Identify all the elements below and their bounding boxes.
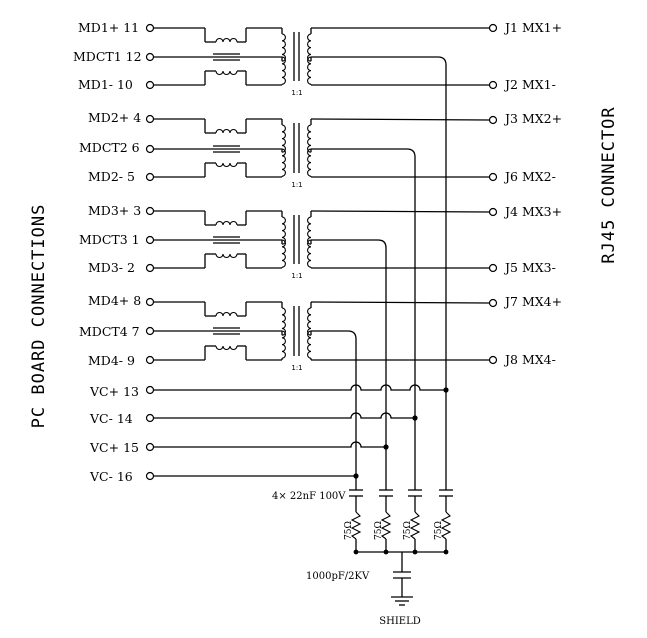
left-pin-3[interactable]: [145, 80, 155, 90]
left-pin-12[interactable]: [145, 355, 155, 365]
pin-label-vcm16: VC- 16: [89, 469, 133, 484]
left-pin-1[interactable]: [145, 23, 155, 33]
rj45-pin-6[interactable]: [488, 263, 498, 273]
rj45-pin-5[interactable]: [488, 207, 498, 217]
pin-label-j3: J3 MX2+: [503, 111, 562, 126]
pin-label-mdct1: MDCT1 12: [73, 49, 142, 64]
left-pin-8[interactable]: [145, 235, 155, 245]
pin-label-vcp13: VC+ 13: [89, 384, 139, 399]
vc-pin-1[interactable]: [145, 385, 155, 395]
left-pin-labels: MD1+ 11 MDCT1 12 MD1- 10 MD2+ 4 MDCT2 6 …: [73, 20, 142, 484]
shield-label: SHIELD: [379, 616, 420, 627]
junction-dot: [412, 415, 418, 421]
pin-label-vcp15: VC+ 15: [89, 440, 139, 455]
channel-2: 1:1: [145, 114, 498, 189]
pin-label-md4m: MD4- 9: [88, 353, 135, 368]
transformer-ratio-label: 1:1: [291, 89, 302, 97]
pin-label-j1: J1 MX1+: [503, 20, 562, 35]
shield-cap-label: 1000pF/2KV: [306, 571, 370, 582]
pin-label-mdct2: MDCT2 6: [79, 140, 140, 155]
pin-label-mdct4: MDCT4 7: [79, 324, 140, 339]
resistor-label: 75Ω: [434, 521, 444, 540]
channel-3: 1:1: [145, 206, 498, 280]
pin-label-md3m: MD3- 2: [88, 260, 135, 275]
right-pin-labels: J1 MX1+ J2 MX1- J3 MX2+ J6 MX2- J4 MX3+ …: [503, 20, 562, 367]
cap-array-label: 4× 22nF 100V: [272, 491, 346, 502]
pin-label-md3p: MD3+ 3: [88, 203, 141, 218]
left-pin-5[interactable]: [145, 144, 155, 154]
pin-label-j8: J8 MX4-: [503, 352, 556, 367]
rj45-pin-1[interactable]: [488, 23, 498, 33]
rj45-connector-label: RJ45 CONNECTOR: [599, 106, 619, 263]
pin-label-j2: J2 MX1-: [503, 77, 556, 92]
transformer-ratio-label: 1:1: [291, 364, 302, 372]
rj45-pin-8[interactable]: [488, 355, 498, 365]
junction-dot: [383, 444, 389, 450]
rj45-pin-7[interactable]: [488, 298, 498, 308]
left-pin-6[interactable]: [145, 172, 155, 182]
left-pin-4[interactable]: [145, 114, 155, 124]
rj45-pin-3[interactable]: [488, 115, 498, 125]
shield-network: 1000pF/2KV SHIELD: [306, 551, 446, 627]
channel-4: 1:1: [145, 297, 498, 372]
pin-label-vcm14: VC- 14: [89, 411, 133, 426]
left-pin-7[interactable]: [145, 206, 155, 216]
resistor-label: 75Ω: [344, 521, 354, 540]
vc-pin-3[interactable]: [145, 442, 155, 452]
rj45-pin-2[interactable]: [488, 80, 498, 90]
left-pin-9[interactable]: [145, 263, 155, 273]
pin-label-md1m: MD1- 10: [78, 77, 133, 92]
pin-label-md1p: MD1+ 11: [78, 20, 139, 35]
transformer-ratio-label: 1:1: [291, 181, 302, 189]
pin-label-md2m: MD2- 5: [88, 169, 135, 184]
resistor-label: 75Ω: [403, 521, 413, 540]
pin-label-md4p: MD4+ 8: [88, 293, 141, 308]
pin-label-j5: J5 MX3-: [503, 260, 556, 275]
transformer-channels: 1:1 1:1 1:1 1:1 75Ω 75Ω 75Ω 75Ω: [145, 23, 498, 555]
pc-board-connections-label: PC BOARD CONNECTIONS: [29, 204, 49, 429]
resistor-label: 75Ω: [374, 521, 384, 540]
vc-pin-2[interactable]: [145, 413, 155, 423]
channel-1: 1:1: [145, 23, 498, 97]
transformer-ratio-label: 1:1: [291, 272, 302, 280]
junction-dot: [353, 473, 359, 479]
pin-label-j7: J7 MX4+: [503, 294, 562, 309]
left-pin-11[interactable]: [145, 326, 155, 336]
pin-label-mdct3: MDCT3 1: [79, 232, 140, 247]
pin-label-md2p: MD2+ 4: [88, 110, 141, 125]
junction-dot: [443, 387, 449, 393]
left-pin-2[interactable]: [145, 52, 155, 62]
pin-label-j4: J4 MX3+: [503, 204, 562, 219]
pin-label-j6: J6 MX2-: [503, 169, 556, 184]
vc-pin-4[interactable]: [145, 471, 155, 481]
left-pin-10[interactable]: [145, 297, 155, 307]
rj45-pin-4[interactable]: [488, 172, 498, 182]
